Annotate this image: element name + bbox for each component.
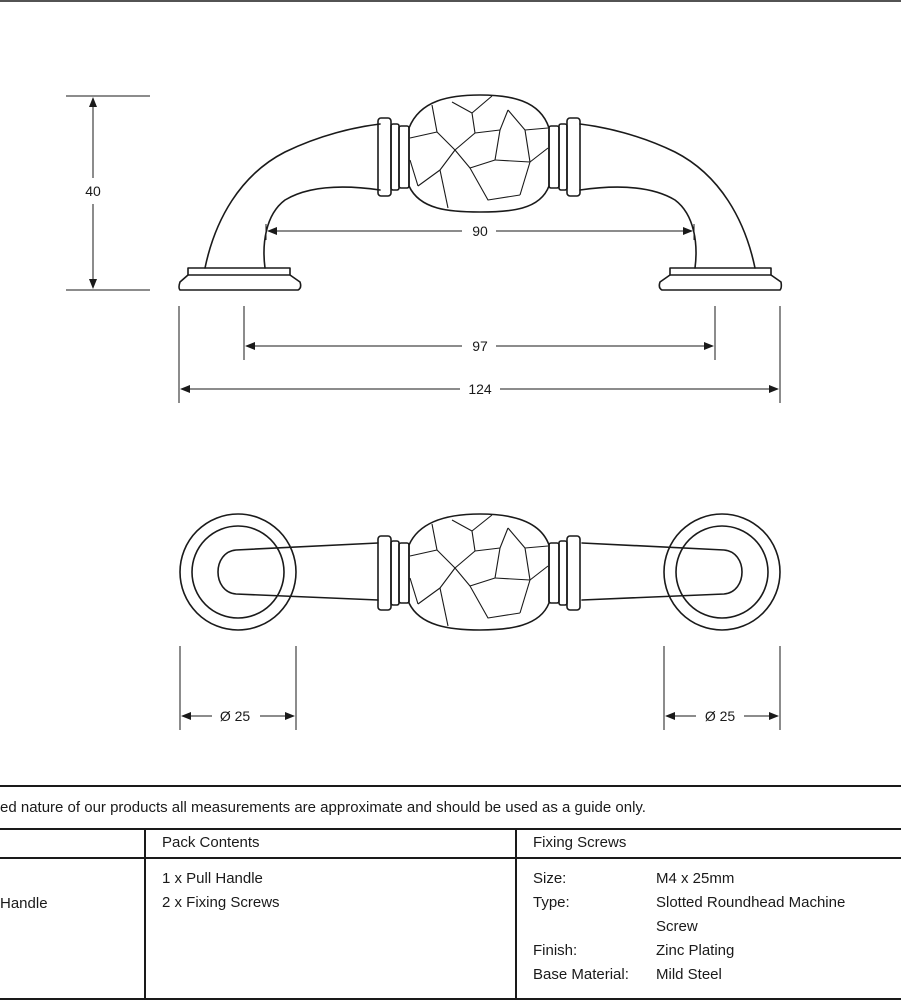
fixing-label-size: Size: [533,870,567,887]
fixing-value-type-cont: Screw [656,918,698,935]
dim-height-label: 40 [85,183,101,199]
top-right-arm [581,542,743,601]
disclaimer-text: ed nature of our products all measuremen… [0,799,646,816]
pack-contents-item: 2 x Fixing Screws [162,894,280,911]
top-left-arm [217,542,379,601]
right-collar [566,117,581,197]
ceramic-barrel [408,94,550,213]
fixing-value-size: M4 x 25mm [656,870,735,887]
right-rose-dimension: Ø 25 [663,646,781,730]
inner-span-dimension: 90 [265,223,695,240]
top-left-collar [377,535,392,611]
fixing-screws-header: Fixing Screws [533,834,627,851]
left-base-plate [178,267,302,291]
right-rose [663,513,781,631]
top-ceramic-barrel [408,513,550,631]
pack-contents-item: 1 x Pull Handle [162,870,263,887]
right-base-plate [658,267,783,291]
height-dimension: 40 [66,95,150,291]
fixing-label-type: Type: [533,894,570,911]
crackle-glaze-pattern [409,95,549,209]
left-collar [377,117,392,197]
fixing-value-finish: Zinc Plating [656,942,735,959]
dim-overall-length-label: 124 [468,381,492,397]
top-crackle-glaze-pattern [409,514,549,627]
top-right-collar [566,535,581,611]
dim-centres-label: 97 [472,338,488,354]
dim-rose-right-label: Ø 25 [705,708,736,724]
dim-inner-span-label: 90 [472,223,488,239]
fixing-label-base-material: Base Material: [533,966,629,983]
left-rose-dimension: Ø 25 [179,646,297,730]
centres-dimension: 97 [243,306,716,360]
top-view [179,513,781,631]
fixing-value-base-material: Mild Steel [656,966,722,983]
side-view [178,94,783,291]
fixing-label-finish: Finish: [533,942,578,959]
right-arm [579,123,756,269]
spec-table-lines [0,785,901,1000]
left-rose [179,513,297,631]
product-name-fragment: Handle [0,895,48,912]
fixing-value-type: Slotted Roundhead Machine [656,894,846,911]
pack-contents-header: Pack Contents [162,834,260,851]
dim-rose-left-label: Ø 25 [220,708,251,724]
overall-length-dimension: 124 [178,306,781,403]
left-arm [204,123,381,269]
